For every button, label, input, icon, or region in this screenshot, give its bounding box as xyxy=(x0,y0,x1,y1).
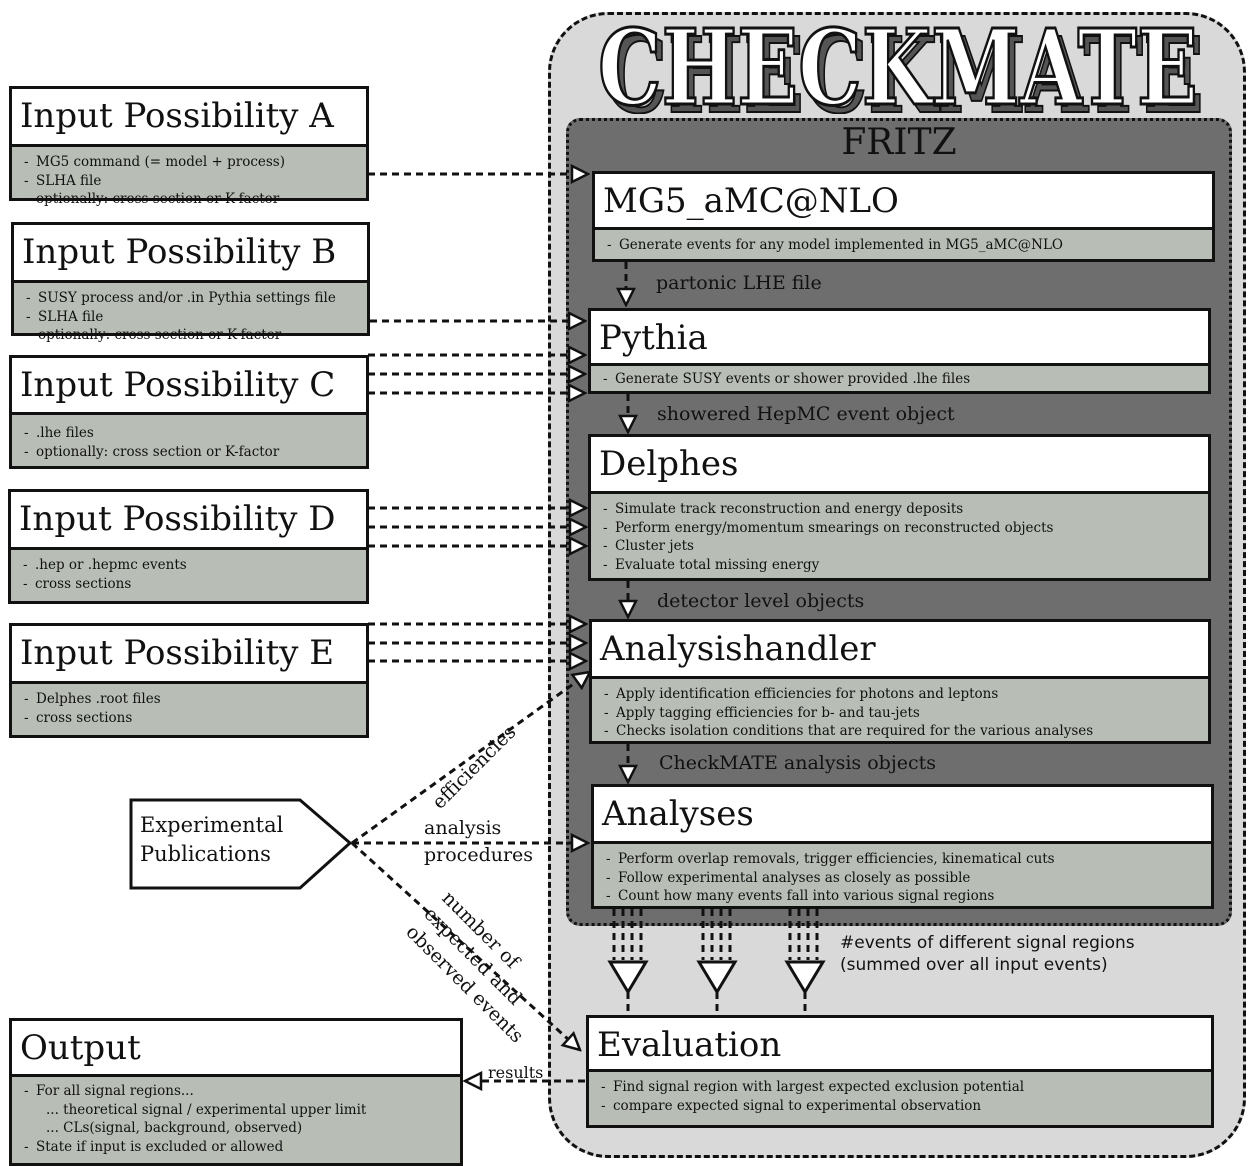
publications-shape xyxy=(129,798,353,890)
module-analysishandler-item: Apply tagging efficiencies for b- and ta… xyxy=(604,704,1198,723)
input-box-e: Input Possibility E Delphes .root files … xyxy=(9,623,369,738)
module-pythia-item: Generate SUSY events or shower provided … xyxy=(603,370,1198,389)
input-box-c: Input Possibility C .lhe files optionall… xyxy=(9,355,369,469)
module-analyses-item: Count how many events fall into various … xyxy=(606,887,1201,906)
input-b-item: SUSY process and/or .in Pythia settings … xyxy=(26,289,357,308)
output-title: Output xyxy=(12,1021,460,1077)
output-item: ... CLs(signal, background, observed) xyxy=(46,1120,303,1136)
module-analysishandler-item: Apply identification efficiencies for ph… xyxy=(604,685,1198,704)
module-analysishandler: Analysishandler Apply identification eff… xyxy=(589,619,1211,744)
output-item: State if input is excluded or allowed xyxy=(24,1138,450,1157)
input-d-item: cross sections xyxy=(23,575,356,594)
module-analysishandler-title: Analysishandler xyxy=(592,622,1208,679)
checkmate-title-text: CHECKMATE xyxy=(598,14,1198,114)
input-c-item: optionally: cross section or K-factor xyxy=(24,443,356,462)
checkmate-title-shadow: CHECKMATE xyxy=(604,14,1204,114)
publications-line: Publications xyxy=(140,842,271,866)
input-b-item: SLHA file xyxy=(26,308,357,327)
input-title-b: Input Possibility B xyxy=(14,225,367,283)
module-analyses-item: Follow experimental analyses as closely … xyxy=(606,869,1201,888)
flow-label-checkmate-objects: CheckMATE analysis objects xyxy=(659,752,936,774)
module-mg5-title: MG5_aMC@NLO xyxy=(595,174,1212,230)
input-e-item: cross sections xyxy=(24,709,356,728)
module-pythia-title: Pythia xyxy=(591,311,1208,366)
module-delphes: Delphes Simulate track reconstruction an… xyxy=(588,434,1211,581)
output-item: For all signal regions... xyxy=(24,1082,450,1101)
input-e-item: Delphes .root files xyxy=(24,690,356,709)
label-analysis: analysis xyxy=(424,817,502,839)
input-box-d: Input Possibility D .hep or .hepmc event… xyxy=(8,489,369,604)
module-analyses: Analyses Perform overlap removals, trigg… xyxy=(591,784,1214,909)
input-title-d: Input Possibility D xyxy=(11,492,366,550)
module-pythia: Pythia Generate SUSY events or shower pr… xyxy=(588,308,1211,394)
module-delphes-item: Evaluate total missing energy xyxy=(603,556,1198,575)
flow-label-results: results xyxy=(488,1063,544,1082)
label-procedures: procedures xyxy=(424,844,534,866)
fritz-label: FRITZ xyxy=(841,122,957,163)
input-d-item: .hep or .hepmc events xyxy=(23,556,356,575)
flow-label-detector: detector level objects xyxy=(657,590,865,612)
input-a-item: MG5 command (= model + process) xyxy=(24,153,356,172)
publications-label: Experimental Publications xyxy=(140,811,283,869)
module-delphes-item: Cluster jets xyxy=(603,537,1198,556)
module-analysishandler-item: Checks isolation conditions that are req… xyxy=(604,722,1198,741)
input-box-a: Input Possibility A MG5 command (= model… xyxy=(9,86,369,208)
input-b-item: optionally: cross section or K-factor xyxy=(26,326,357,345)
module-evaluation: Evaluation Find signal region with large… xyxy=(586,1015,1214,1128)
module-delphes-item: Perform energy/momentum smearings on rec… xyxy=(603,519,1198,538)
input-title-a: Input Possibility A xyxy=(12,89,366,147)
input-box-b: Input Possibility B SUSY process and/or … xyxy=(11,222,370,344)
module-delphes-title: Delphes xyxy=(591,437,1208,494)
evaluation-item: Find signal region with largest expected… xyxy=(601,1078,1201,1097)
input-title-c: Input Possibility C xyxy=(12,358,366,415)
output-item: ... theoretical signal / experimental up… xyxy=(46,1101,367,1118)
module-mg5-item: Generate events for any model implemente… xyxy=(607,236,1202,255)
module-analyses-title: Analyses xyxy=(594,787,1211,844)
input-a-item: SLHA file xyxy=(24,172,356,191)
module-delphes-item: Simulate track reconstruction and energy… xyxy=(603,500,1198,519)
input-a-item: optionally: cross section or K-factor xyxy=(24,190,356,209)
flow-label-signal-regions-sub: (summed over all input events) xyxy=(840,955,1108,975)
flow-label-showered: showered HepMC event object xyxy=(657,403,955,425)
input-title-e: Input Possibility E xyxy=(12,626,366,684)
evaluation-title: Evaluation xyxy=(589,1018,1211,1072)
evaluation-item: compare expected signal to experimental … xyxy=(601,1097,1201,1116)
module-analyses-item: Perform overlap removals, trigger effici… xyxy=(606,850,1201,869)
flow-label-signal-regions: #events of different signal regions xyxy=(840,933,1135,953)
module-mg5: MG5_aMC@NLO Generate events for any mode… xyxy=(592,171,1215,262)
flow-label-partonic: partonic LHE file xyxy=(656,272,822,294)
checkmate-title: CHECKMATE CHECKMATE xyxy=(597,14,1206,114)
publications-line: Experimental xyxy=(140,813,284,837)
output-box: Output For all signal regions... ... the… xyxy=(9,1018,463,1166)
input-c-item: .lhe files xyxy=(24,424,356,443)
